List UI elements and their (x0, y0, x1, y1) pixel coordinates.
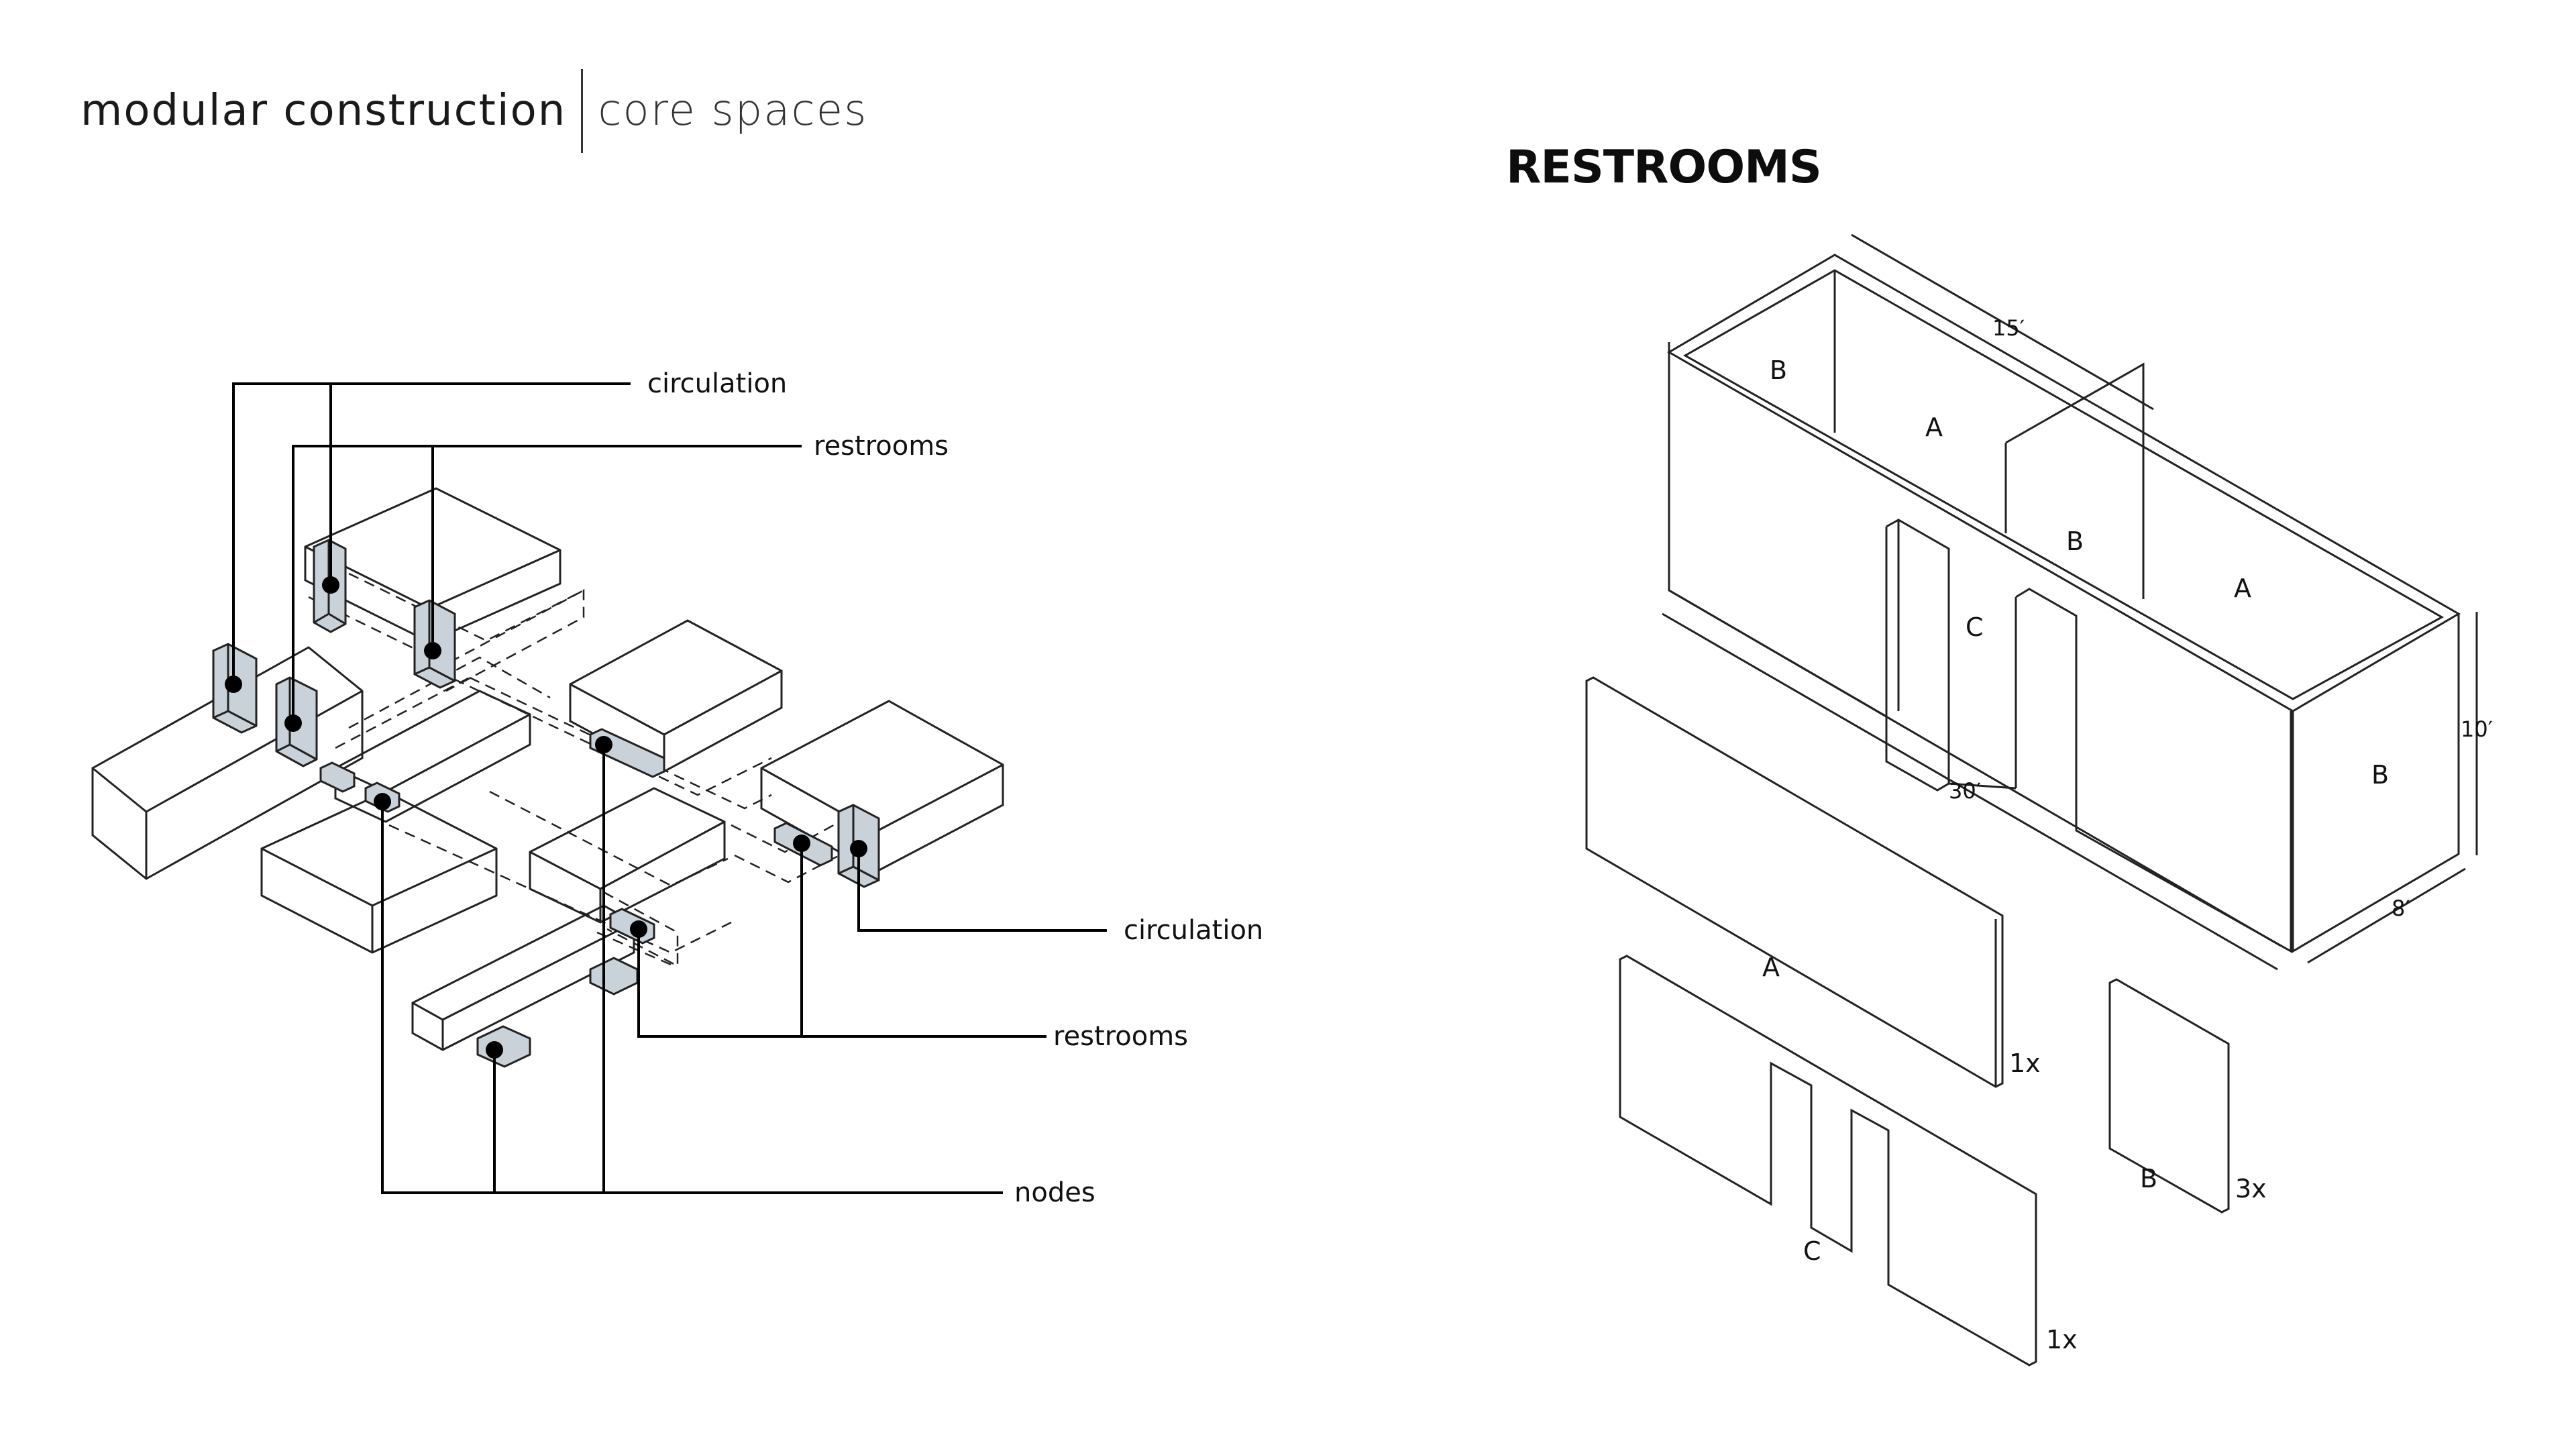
node-block (319, 761, 356, 793)
node-dot (630, 920, 647, 938)
leader-circulation-top (232, 382, 631, 684)
node-block (589, 957, 639, 996)
label-circulation-top: circulation (647, 368, 787, 399)
node-dot (850, 840, 867, 857)
leader-restrooms-bottom (637, 845, 1046, 1038)
dashed-connection (388, 790, 732, 954)
dashed-connections (308, 572, 859, 968)
title-subtitle: core spaces (598, 86, 868, 136)
node-dot (322, 576, 339, 594)
dashed-connection (422, 663, 772, 810)
leader-circulation-bottom (857, 849, 1107, 932)
node-dot (486, 1041, 503, 1059)
leader-restrooms-top (292, 445, 802, 723)
title-main: modular construction (80, 86, 567, 136)
module-outline (260, 790, 498, 954)
label-restrooms-bottom: restrooms (1053, 1021, 1188, 1052)
page-title: modular construction core spaces (80, 64, 867, 158)
node-dot (374, 793, 391, 810)
node-dots (225, 576, 867, 1059)
dashed-connection (308, 572, 585, 692)
node-dot (793, 835, 810, 852)
title-divider (581, 68, 584, 153)
node-dot (284, 714, 302, 732)
node-block (476, 1025, 531, 1068)
dashed-connection (596, 891, 679, 968)
leader-nodes (381, 745, 1003, 1194)
node-dot (595, 736, 612, 753)
node-dot (424, 642, 441, 659)
node-dot (225, 676, 242, 693)
dashed-connection (731, 814, 859, 883)
label-circulation-bottom: circulation (1124, 915, 1263, 946)
module-outline (529, 787, 726, 924)
label-nodes: nodes (1014, 1177, 1095, 1208)
leader-lines (232, 382, 1107, 1194)
core-blocks (212, 539, 880, 1068)
label-restrooms-top: restrooms (814, 431, 949, 462)
dashed-connection (335, 656, 551, 749)
module-outlines (91, 487, 1004, 1051)
restrooms-heading: RESTROOMS (1506, 141, 1822, 194)
